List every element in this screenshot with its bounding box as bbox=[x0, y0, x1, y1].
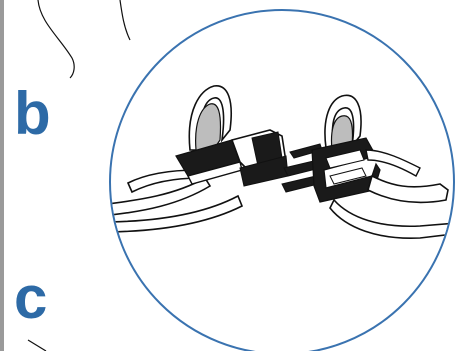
sketch-line bbox=[28, 340, 46, 351]
sketch-line bbox=[120, 0, 130, 40]
sketch-line bbox=[38, 0, 74, 78]
